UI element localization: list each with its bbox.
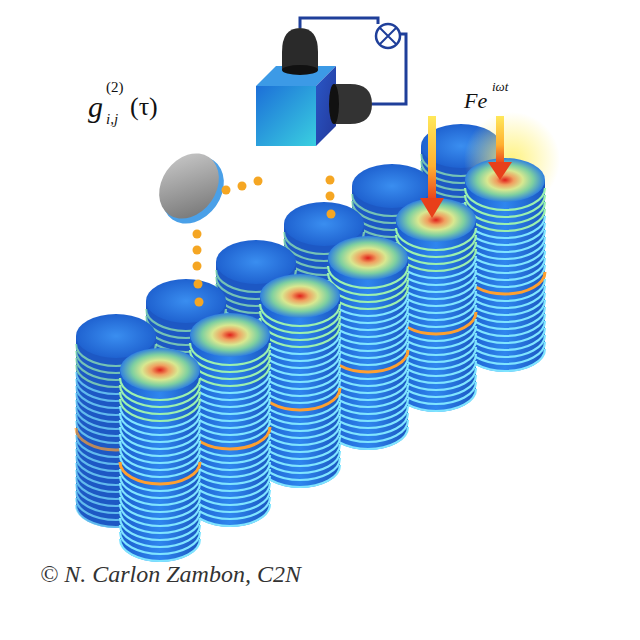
detector-cube [256,66,336,146]
mirror [147,142,237,236]
photon-dots [193,176,336,307]
drive-arrow [420,116,444,218]
formula-part: iωt [492,80,508,93]
detector [282,28,318,75]
formula-part: i,j [106,112,118,127]
detector [329,84,372,124]
coincidence-wires [300,18,406,104]
drive-arrow [488,116,512,180]
copyright-note: © N. Carlon Zambon, C2N [40,562,301,586]
micropillar [190,313,270,527]
back-pillar-row [76,124,501,528]
micropillar [260,274,340,488]
formula-part: (τ) [130,94,158,120]
drive-glow [464,112,560,208]
micropillar [120,348,200,562]
formula-part: Fe [464,90,487,112]
correlator-symbol [376,24,400,48]
formula-part: (2) [106,80,124,95]
formula-part: g [88,92,103,122]
micropillar [465,158,545,372]
